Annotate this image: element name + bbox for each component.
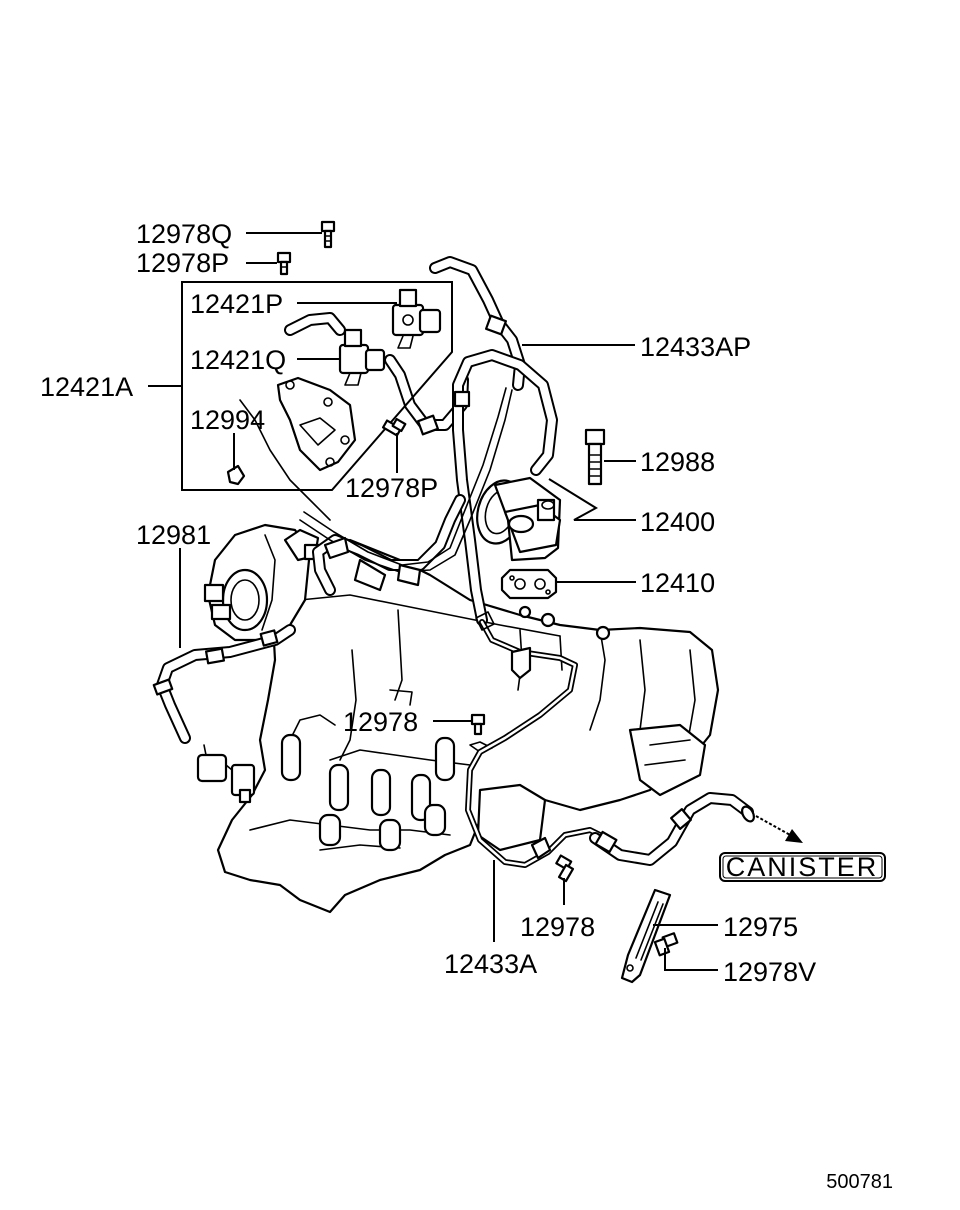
reference-number: 500781 <box>826 1171 893 1193</box>
gasket-12410 <box>500 568 558 600</box>
callout-labels: 12978Q 12978P 12421P 12421Q 12421A 12994… <box>40 219 816 987</box>
intake-manifold <box>216 538 720 914</box>
label-12421A: 12421A <box>40 372 133 402</box>
bracket-12975 <box>620 888 672 984</box>
leader-lines <box>148 232 718 971</box>
solenoid-assembly-box <box>181 281 453 521</box>
egr-valve-12400 <box>476 476 562 562</box>
label-12978V: 12978V <box>723 957 816 987</box>
vacuum-hoses <box>284 256 558 626</box>
label-12433A: 12433A <box>444 949 537 979</box>
bracket-12994 <box>276 376 357 472</box>
sensor <box>196 744 256 804</box>
label-12994: 12994 <box>190 405 265 435</box>
label-12421P: 12421P <box>190 289 283 319</box>
label-12978P-top: 12978P <box>136 248 229 278</box>
label-12400: 12400 <box>640 507 715 537</box>
canister-arrow <box>755 815 803 843</box>
canister-hose <box>589 792 755 866</box>
bolt-12978-mid <box>469 713 493 753</box>
label-12978P-mid: 12978P <box>345 473 438 503</box>
bolt-12978-low <box>555 854 575 883</box>
hose-12981 <box>152 624 296 744</box>
label-12988: 12988 <box>640 447 715 477</box>
bolt-12978Q <box>320 220 336 249</box>
label-12978-low: 12978 <box>520 912 595 942</box>
label-12410: 12410 <box>640 568 715 598</box>
canister-text: CANISTER <box>726 852 879 882</box>
label-12421Q: 12421Q <box>190 345 286 375</box>
pipe-12433A <box>465 611 613 868</box>
canister-label: CANISTER <box>719 852 886 882</box>
label-12978-mid: 12978 <box>343 707 418 737</box>
bolt-12978V <box>653 932 679 957</box>
solenoid-12421P <box>391 288 442 349</box>
label-12975: 12975 <box>723 912 798 942</box>
bolt-12978P-mid <box>381 417 407 437</box>
bolt-12988 <box>584 428 606 486</box>
label-12981: 12981 <box>136 520 211 550</box>
label-12978Q: 12978Q <box>136 219 232 249</box>
solenoid-12421Q <box>338 328 386 386</box>
bolt-12978P-top <box>276 251 292 276</box>
label-12433AP: 12433AP <box>640 332 751 362</box>
